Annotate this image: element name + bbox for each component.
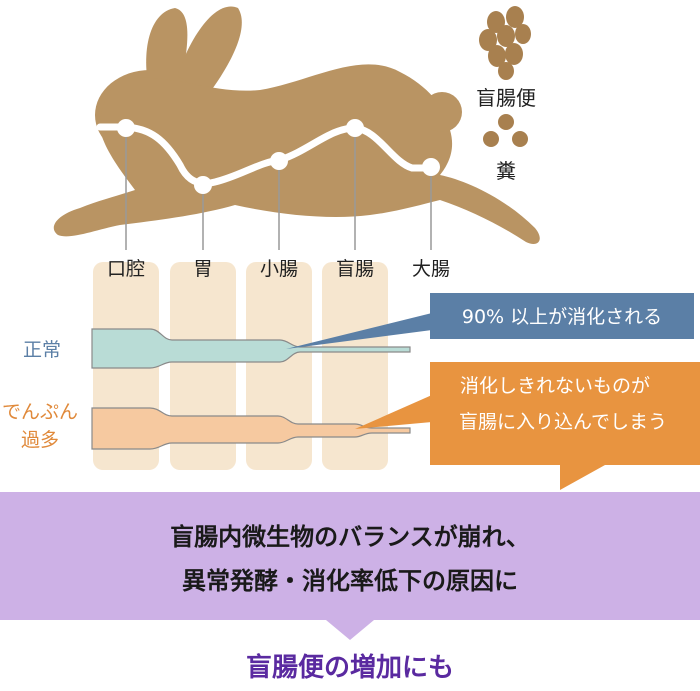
marker-small-intestine: [270, 152, 288, 170]
digestive-tract: [96, 123, 434, 187]
organ-label-large-intestine: 大腸: [412, 258, 450, 280]
excess-callout: 消化しきれないものが 盲腸に入り込んでしまう: [355, 362, 700, 490]
normal-callout: 90% 以上が消化される: [286, 293, 694, 349]
result-line2: 異常発酵・消化率低下の原因に: [182, 567, 518, 595]
organ-label-mouth: 口腔: [107, 258, 145, 280]
excess-row-label-line2: 過多: [21, 429, 59, 451]
result-line1: 盲腸内微生物のバランスが崩れ、: [170, 523, 530, 551]
feces-icon: [483, 114, 528, 147]
marker-stomach: [194, 176, 212, 194]
normal-row-label: 正常: [23, 339, 61, 361]
feces-label: 糞: [496, 159, 516, 183]
marker-cecum: [346, 119, 364, 137]
organ-label-stomach: 胃: [193, 258, 212, 280]
excess-starch-tube: [91, 407, 411, 450]
rabbit-tail: [422, 92, 462, 132]
marker-large-intestine: [422, 158, 440, 176]
column-cecum: [322, 262, 388, 470]
conclusion-text: 盲腸便の増加にも: [246, 652, 454, 683]
marker-mouth: [117, 119, 135, 137]
normal-callout-text: 90% 以上が消化される: [462, 306, 662, 328]
organ-label-small-intestine: 小腸: [260, 258, 298, 280]
excess-row-label-line1: でんぷん: [2, 401, 78, 423]
organ-pointer-lines: [125, 137, 432, 250]
excess-callout-line1: 消化しきれないものが: [460, 375, 650, 397]
cecotrope-icon: [479, 6, 531, 80]
organ-markers: [117, 119, 440, 194]
normal-tube: [91, 328, 411, 369]
excess-callout-line2: 盲腸に入り込んでしまう: [459, 411, 667, 433]
cecotrope-label: 盲腸便: [476, 86, 536, 110]
result-box: 盲腸内微生物のバランスが崩れ、 異常発酵・消化率低下の原因に: [0, 492, 700, 640]
organ-labels: 口腔 胃 小腸 盲腸 大腸: [107, 258, 450, 280]
organ-label-cecum: 盲腸: [336, 258, 374, 280]
